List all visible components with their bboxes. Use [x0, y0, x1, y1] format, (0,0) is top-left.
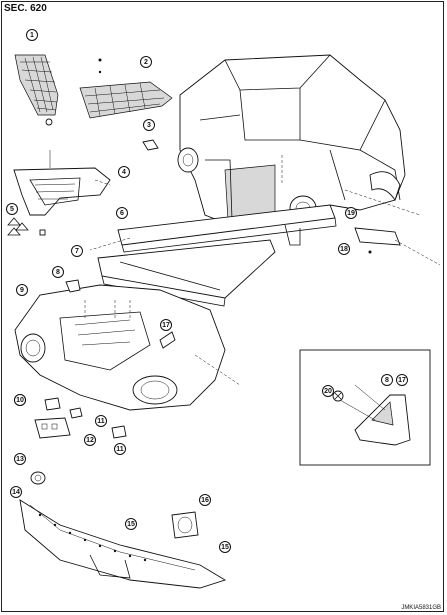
- side-bracket: [65, 279, 81, 293]
- callout-number: 18: [340, 246, 348, 253]
- callout-c4: 4: [118, 166, 130, 178]
- callout-number: 15: [221, 544, 229, 551]
- callout-number: 11: [97, 418, 105, 425]
- callout-circle: [143, 119, 155, 131]
- callout-circle: [26, 29, 38, 41]
- callout-number: 4: [122, 169, 126, 176]
- callout-c10b: 10: [14, 394, 26, 406]
- callout-number: 15: [127, 521, 135, 528]
- callout-circle: [199, 494, 211, 506]
- inset-detail: [299, 349, 431, 466]
- fog-lamp: [171, 511, 199, 539]
- callout-circle: [125, 518, 137, 530]
- callout-number: 8: [385, 377, 389, 384]
- callout-circle: [10, 486, 22, 498]
- callout-circle: [16, 284, 28, 296]
- callout-number: 8: [56, 269, 60, 276]
- callout-number: 5: [10, 206, 14, 213]
- callout-number: 20: [324, 388, 332, 395]
- callout-circle: [114, 443, 126, 455]
- callout-number: 14: [12, 489, 20, 496]
- callout-circle: [338, 243, 350, 255]
- lower-bumper-fascia: [19, 499, 227, 589]
- callout-number: 19: [347, 210, 355, 217]
- callout-circle: [160, 319, 172, 331]
- callout-c15b: 15: [219, 541, 231, 553]
- callout-c14: 14: [10, 486, 22, 498]
- callout-number: 2: [144, 59, 148, 66]
- callout-number: 6: [120, 210, 124, 217]
- callout-number: 12: [86, 437, 94, 444]
- callout-number: 7: [75, 248, 79, 255]
- callout-circle: [322, 385, 334, 397]
- callout-c5: 5: [6, 203, 18, 215]
- bolt-part: [30, 471, 46, 485]
- front-grille-assembly: [7, 150, 111, 236]
- callout-number: 13: [16, 456, 24, 463]
- callout-c16: 16: [199, 494, 211, 506]
- callout-circle: [345, 207, 357, 219]
- vehicle-body-frame: [177, 54, 421, 246]
- callout-number: 16: [201, 497, 209, 504]
- callout-number: 9: [20, 287, 24, 294]
- callout-c17b: 17: [396, 374, 408, 386]
- section-label: SEC. 620: [4, 3, 47, 14]
- callout-number: 10: [16, 397, 24, 404]
- callout-circle: [116, 207, 128, 219]
- callout-c3: 3: [143, 119, 155, 131]
- callout-c11b: 11: [114, 443, 126, 455]
- callout-c19: 19: [345, 207, 357, 219]
- callout-number: 11: [116, 446, 124, 453]
- callout-c18: 18: [338, 243, 350, 255]
- callout-c8b: 8: [381, 374, 393, 386]
- bumper-reinforcement: [89, 204, 337, 253]
- callout-c15a: 15: [125, 518, 137, 530]
- callout-c11a: 11: [95, 415, 107, 427]
- energy-absorber: [97, 239, 276, 307]
- callout-number: 1: [30, 32, 34, 39]
- callout-circle: [381, 374, 393, 386]
- callout-circle: [118, 166, 130, 178]
- callout-labels: 1234567891010111112131415151617171819820: [6, 29, 408, 553]
- callout-c12: 12: [84, 434, 96, 446]
- callout-circle: [14, 453, 26, 465]
- callout-c7: 7: [71, 245, 83, 257]
- callout-c6: 6: [116, 207, 128, 219]
- callout-number: 3: [147, 122, 151, 129]
- callout-circle: [52, 266, 64, 278]
- lower-grille-mesh: [79, 58, 173, 119]
- callout-number: 17: [162, 322, 170, 329]
- callout-c17a: 17: [160, 319, 172, 331]
- callout-circle: [219, 541, 231, 553]
- callout-circle: [14, 394, 26, 406]
- callout-c9: 9: [16, 284, 28, 296]
- callout-c8: 8: [52, 266, 64, 278]
- callout-circle: [95, 415, 107, 427]
- callout-c1: 1: [26, 29, 38, 41]
- clip-part: [142, 139, 159, 151]
- license-plate-bracket: [34, 397, 127, 439]
- callout-circle: [84, 434, 96, 446]
- callout-c13: 13: [14, 453, 26, 465]
- callout-c20: 20: [322, 385, 334, 397]
- callout-circle: [71, 245, 83, 257]
- figure-code: JMKIA5831GB: [401, 605, 441, 611]
- bumper-side-bracket: [354, 227, 441, 266]
- callout-c2: 2: [140, 56, 152, 68]
- callout-circle: [6, 203, 18, 215]
- front-bumper-fascia: [14, 284, 241, 411]
- callout-circle: [140, 56, 152, 68]
- callout-circle: [396, 374, 408, 386]
- callout-number: 17: [398, 377, 406, 384]
- upper-grille-mesh: [14, 54, 59, 126]
